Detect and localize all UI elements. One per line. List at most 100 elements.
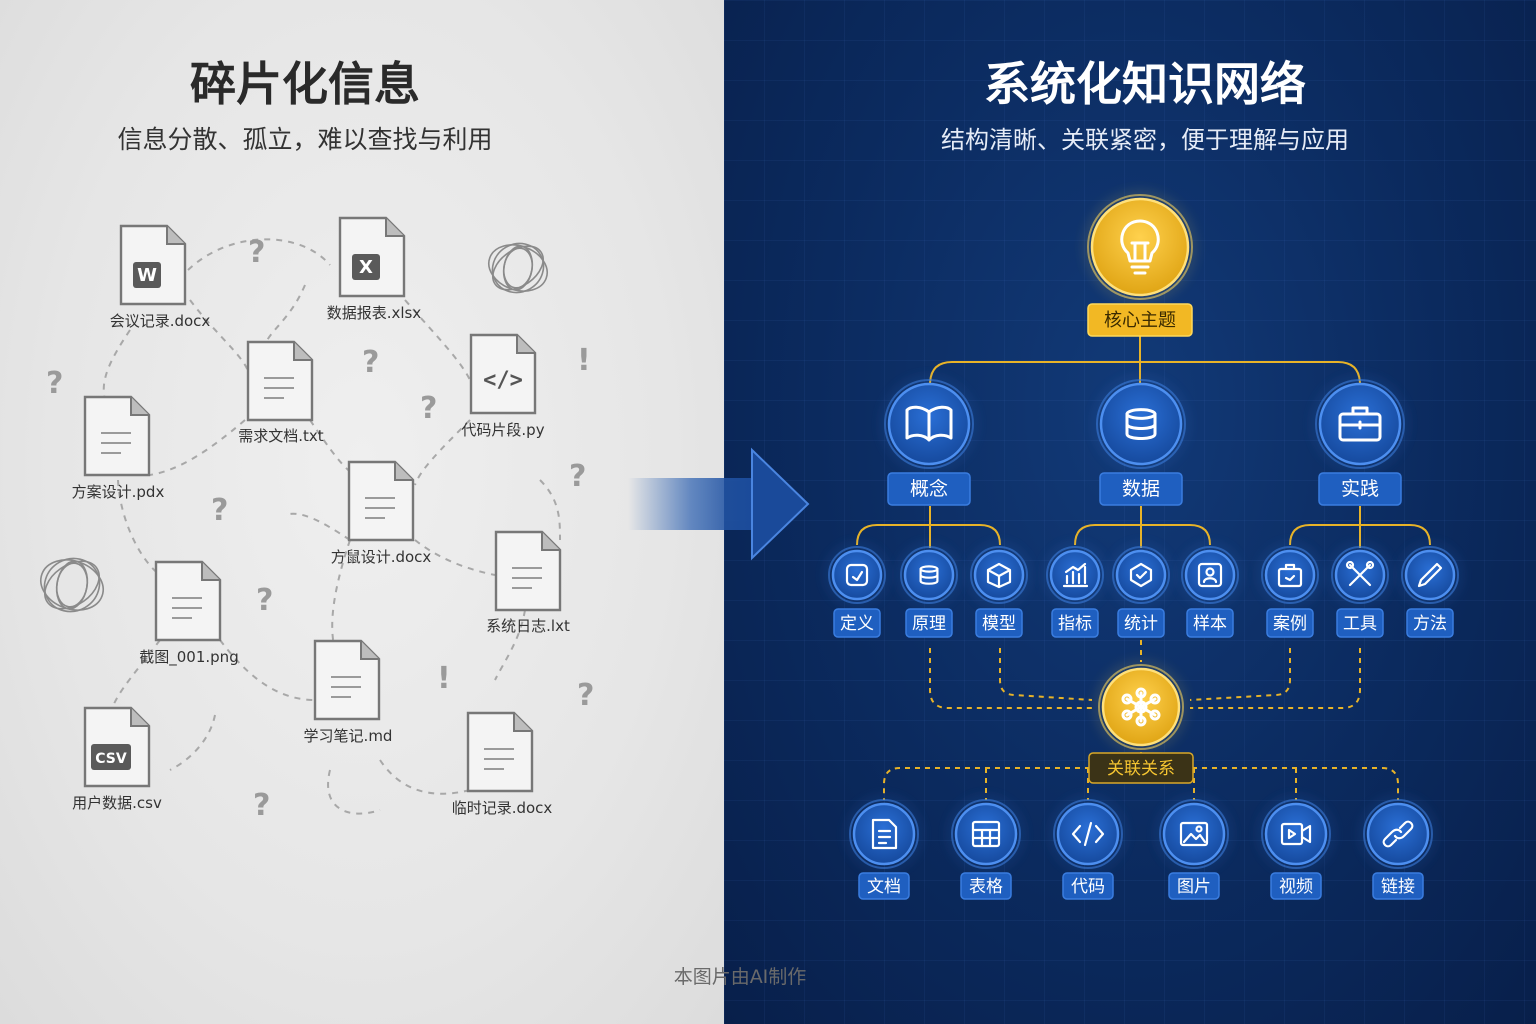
- branch-node: [1096, 379, 1186, 469]
- node-label-text: 表格: [969, 877, 1003, 897]
- node-label-text: 案例: [1273, 614, 1307, 634]
- bar-chart-icon: [1062, 562, 1089, 588]
- node-label: 代码: [1062, 872, 1114, 900]
- relation-dashed-connectors: [883, 640, 1399, 800]
- node-label-text: 样本: [1193, 614, 1227, 634]
- file-icon: W: [119, 224, 187, 306]
- node-label-text: 统计: [1124, 614, 1158, 634]
- leaf-node: [1401, 546, 1459, 604]
- file-name: 用户数据.csv: [72, 794, 162, 812]
- right-subtitle: 结构清晰、关联紧密，便于理解与应用: [941, 126, 1349, 154]
- people-icon: [1197, 562, 1223, 588]
- node-label-text: 工具: [1343, 614, 1377, 634]
- node-label-text: 关联关系: [1107, 759, 1175, 779]
- node-label-text: 原理: [912, 614, 946, 634]
- video-icon: [1280, 822, 1312, 846]
- code-icon: [1071, 821, 1105, 847]
- briefcase-icon: [1338, 406, 1382, 442]
- relation-hub-node: [1098, 664, 1184, 750]
- exclamation-mark: !: [577, 343, 591, 378]
- node-label: 数据: [1099, 472, 1183, 506]
- node-label-text: 指标: [1058, 614, 1092, 634]
- node-label: 方法: [1406, 608, 1454, 638]
- case-icon: [1277, 563, 1303, 588]
- file-badge: W: [137, 265, 157, 286]
- node-label-text: 图片: [1177, 877, 1211, 897]
- node-label-text: 数据: [1122, 478, 1160, 500]
- node-label: 案例: [1266, 608, 1314, 638]
- resource-node: [1159, 799, 1229, 869]
- file-icon: [466, 711, 534, 793]
- node-label-text: 方法: [1413, 614, 1447, 634]
- transition-arrow: [628, 447, 810, 561]
- question-mark: ?: [253, 788, 270, 823]
- branch-node: [1315, 379, 1405, 469]
- node-label: 图片: [1168, 872, 1220, 900]
- file-name: 截图_001.png: [139, 648, 238, 667]
- node-label: 概念: [887, 472, 971, 506]
- file-badge: </>: [483, 368, 523, 393]
- document-icon: [871, 818, 898, 850]
- node-label-text: 核心主题: [1104, 310, 1176, 331]
- tangle-icon: [488, 242, 548, 294]
- node-label: 视频: [1270, 872, 1322, 900]
- node-label: 模型: [975, 608, 1023, 638]
- node-label: 工具: [1336, 608, 1384, 638]
- node-label: 统计: [1117, 608, 1165, 638]
- resource-node: [1363, 799, 1433, 869]
- file-name: 数据报表.xlsx: [327, 304, 422, 322]
- link-icon: [1382, 820, 1414, 848]
- resource-node: [1053, 799, 1123, 869]
- core-topic-node: [1087, 194, 1193, 300]
- question-mark: ?: [256, 583, 273, 618]
- question-mark: ?: [577, 678, 594, 713]
- question-mark: ?: [46, 366, 63, 401]
- file-badge: X: [359, 257, 373, 278]
- network-nodes: 核心主题概念定义原理模型数据指标统计样本实践案例工具方法关联关系文档表格代码图片…: [828, 194, 1459, 900]
- leaf-node: [1046, 546, 1104, 604]
- file-name: 会议记录.docx: [110, 312, 211, 330]
- resource-node: [1261, 799, 1331, 869]
- cube-icon: [986, 562, 1012, 589]
- file-icon: [494, 530, 562, 612]
- file-icons: W会议记录.docxX数据报表.xlsx需求文档.txt</>代码片段.py方案…: [72, 216, 570, 817]
- leaf-node: [1112, 546, 1170, 604]
- tools-icon: [1345, 560, 1375, 587]
- file-icon: X: [338, 216, 406, 298]
- file-name: 系统日志.lxt: [486, 617, 570, 635]
- question-mark: ?: [420, 391, 437, 426]
- file-icon: [246, 340, 314, 422]
- node-label-text: 实践: [1341, 478, 1379, 500]
- resource-node: [849, 799, 919, 869]
- node-label-text: 视频: [1279, 877, 1313, 897]
- leaf-node: [1181, 546, 1239, 604]
- node-label-text: 模型: [982, 614, 1016, 634]
- node-label: 样本: [1186, 608, 1234, 638]
- resource-node: [951, 799, 1021, 869]
- pen-icon: [1417, 562, 1443, 588]
- node-label: 指标: [1051, 608, 1099, 638]
- node-label: 关联关系: [1088, 752, 1194, 784]
- ai-generated-note: 本图片由AI制作: [673, 966, 807, 988]
- exclamation-mark: !: [437, 661, 451, 696]
- leaf-node: [1331, 546, 1389, 604]
- file-icon: [83, 395, 151, 477]
- file-name: 方鼠设计.docx: [331, 548, 432, 566]
- question-mark: ?: [248, 235, 265, 270]
- lightbulb-icon: [1120, 219, 1160, 275]
- leaf-node: [1261, 546, 1319, 604]
- leaf-node: [970, 546, 1028, 604]
- leaf-node: [900, 546, 958, 604]
- image-icon: [1179, 821, 1209, 847]
- file-icon: CSV: [83, 706, 151, 788]
- node-label: 原理: [905, 608, 953, 638]
- file-badge: CSV: [95, 751, 127, 767]
- left-title: 碎片化信息: [190, 57, 420, 111]
- file-name: 代码片段.py: [461, 421, 544, 439]
- node-label: 实践: [1318, 472, 1402, 506]
- file-name: 临时记录.docx: [452, 799, 553, 817]
- file-name: 方案设计.pdx: [72, 483, 165, 501]
- node-label-text: 链接: [1381, 877, 1415, 897]
- tree-connectors: [856, 336, 1431, 548]
